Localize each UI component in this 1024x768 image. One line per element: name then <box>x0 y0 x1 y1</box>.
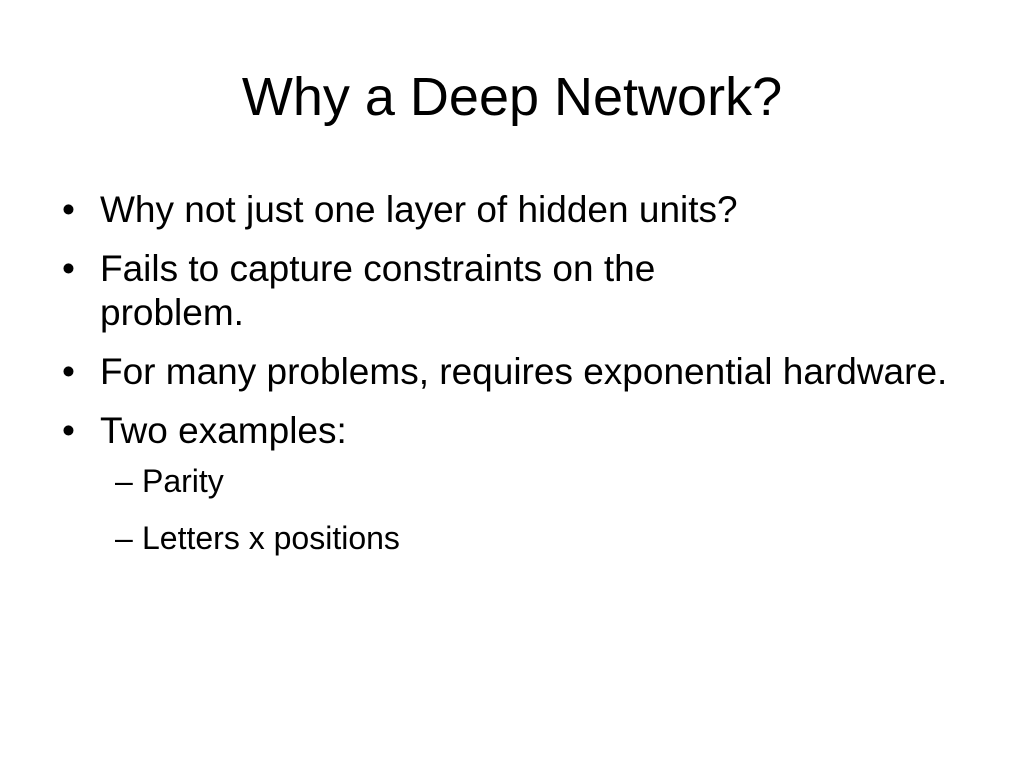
bullet-item: • Two examples: – Parity – Letters x pos… <box>62 409 962 558</box>
sub-bullet-text: Parity <box>142 463 224 499</box>
bullet-text: Why not just one layer of hidden units? <box>100 189 738 230</box>
sub-bullet-marker: – <box>115 520 133 556</box>
bullet-item: • For many problems, requires exponentia… <box>62 350 962 394</box>
bullet-list: • Why not just one layer of hidden units… <box>62 188 962 575</box>
bullet-item: • Why not just one layer of hidden units… <box>62 188 962 232</box>
bullet-marker: • <box>62 410 75 451</box>
bullet-marker: • <box>62 189 75 230</box>
sub-bullet-list: – Parity – Letters x positions <box>100 461 962 558</box>
sub-bullet-item: – Parity <box>100 461 962 501</box>
bullet-text: Fails to capture constraints on the prob… <box>100 248 656 333</box>
bullet-marker: • <box>62 351 75 392</box>
slide-title: Why a Deep Network? <box>241 67 783 127</box>
sub-bullet-item: – Letters x positions <box>100 518 962 558</box>
bullet-text: For many problems, requires exponential … <box>100 351 948 392</box>
sub-bullet-marker: – <box>115 463 133 499</box>
bullet-marker: • <box>62 248 75 289</box>
bullet-item: • Fails to capture constraints on the pr… <box>62 247 800 335</box>
sub-bullet-text: Letters x positions <box>142 520 400 556</box>
bullet-text: Two examples: <box>100 410 347 451</box>
